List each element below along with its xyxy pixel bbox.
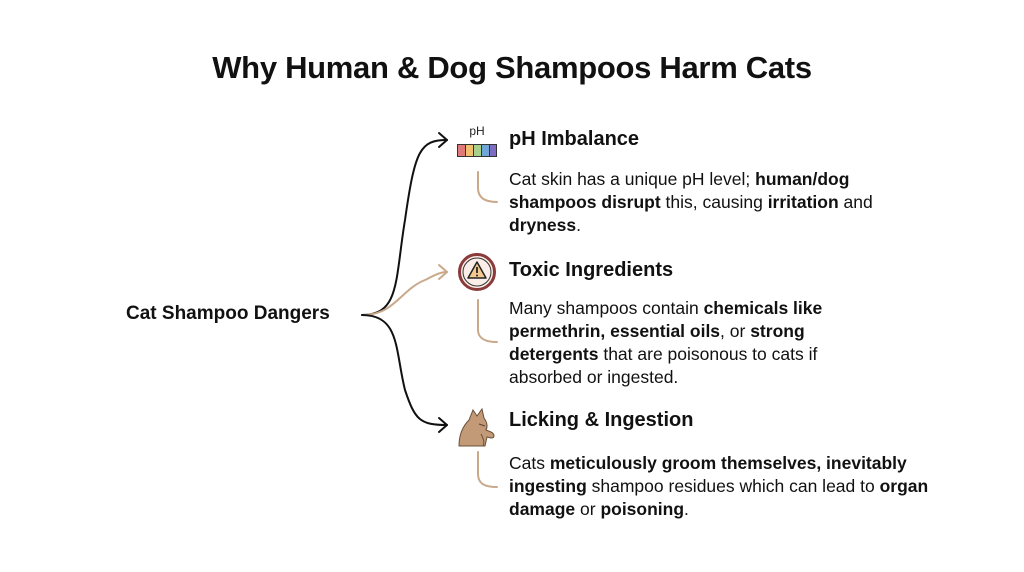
connector-licking [361,314,448,426]
arrowhead-toxic [438,264,448,280]
sub-connector-ph [477,171,498,203]
root-node: Cat Shampoo Dangers [126,303,330,324]
heading-ph-imbalance: pH Imbalance [509,128,640,150]
desc-ph-imbalance: Cat skin has a unique pH level; human/do… [509,169,873,235]
connector-ph [361,139,448,316]
grooming-cat-icon [455,404,499,453]
sub-connector-toxic [477,299,498,343]
arrowhead-ph [438,132,448,148]
diagram-title: Why Human & Dog Shampoos Harm Cats [212,50,812,85]
ph-scale-icon: pH [456,124,498,160]
sub-connector-licking [477,451,498,488]
ph-label: pH [469,124,485,138]
arrowhead-licking [438,417,448,433]
desc-toxic-ingredients: Many shampoos contain chemicals like per… [509,298,823,387]
heading-licking-ingestion: Licking & Ingestion [509,409,694,431]
desc-licking-ingestion: Cats meticulously groom themselves, inev… [509,453,929,519]
connector-toxic [361,271,448,316]
heading-toxic-ingredients: Toxic Ingredients [509,259,674,281]
warning-icon [457,252,497,297]
